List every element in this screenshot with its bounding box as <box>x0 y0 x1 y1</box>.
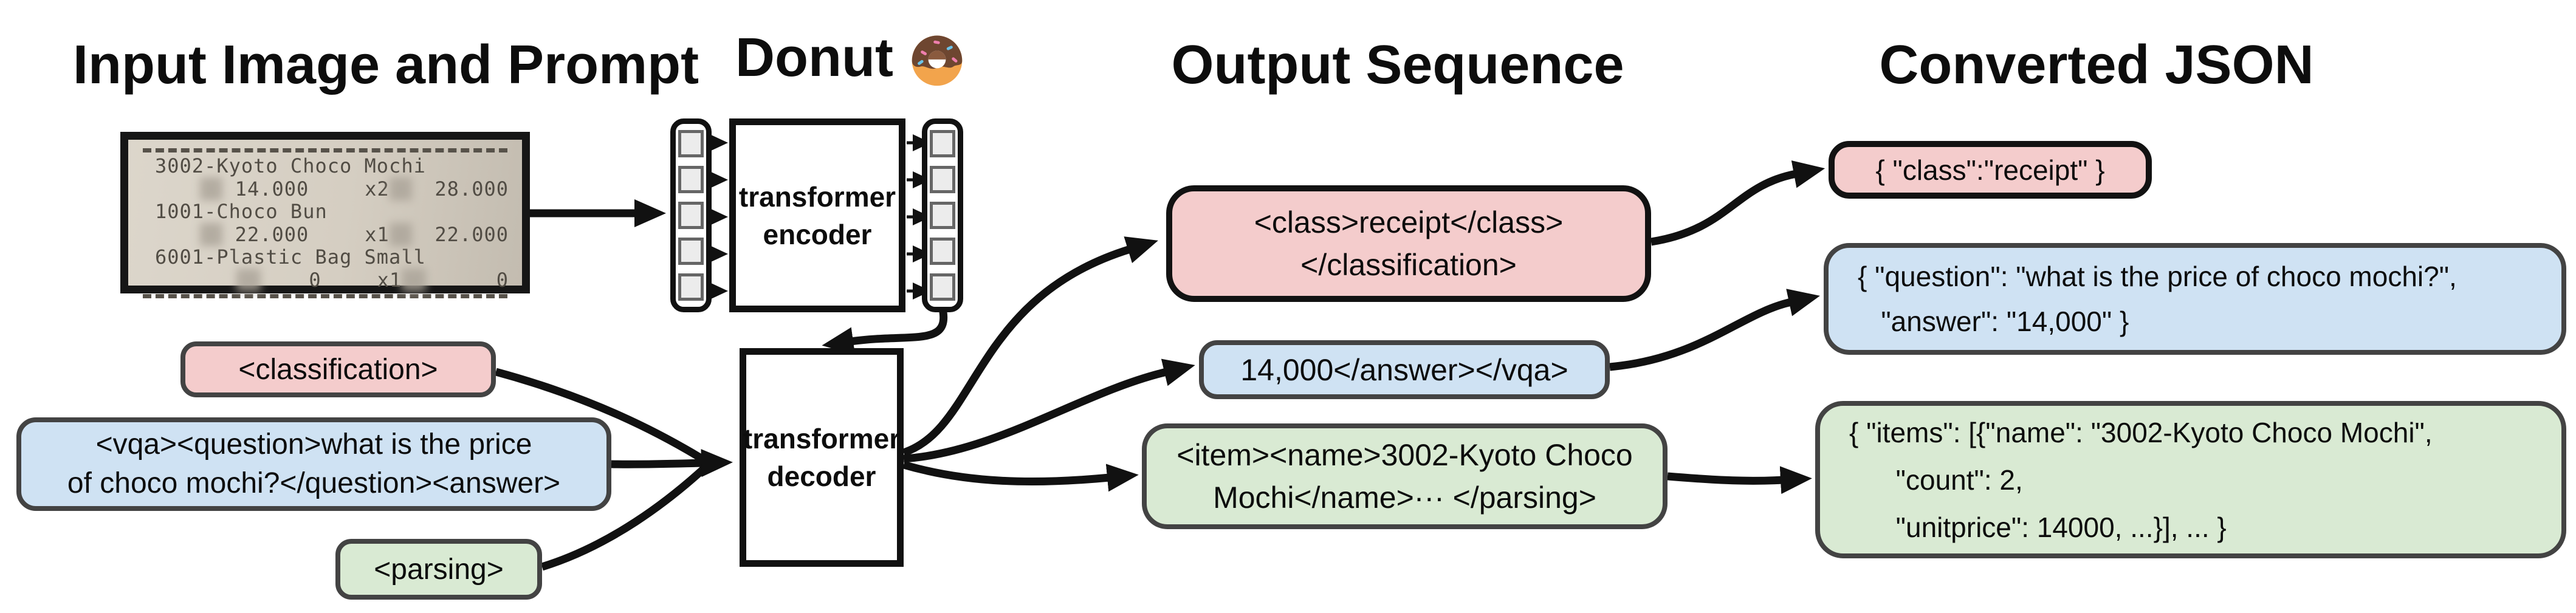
receipt-item-name: 3002-Kyoto Choco Mochi <box>155 154 426 177</box>
json-vqa-box: { "question": "what is the price of choc… <box>1824 243 2566 355</box>
receipt-item-price-row: 22.000 x1 22.000 <box>142 223 509 246</box>
donut-emoji-icon <box>912 35 963 86</box>
title-output-sequence: Output Sequence <box>1171 35 1624 95</box>
image-patch-column <box>670 118 712 312</box>
embedding-token <box>930 273 955 301</box>
embedding-token <box>930 238 955 265</box>
prompt-vqa-box: <vqa><question>what is the price of choc… <box>16 417 611 511</box>
transformer-encoder-box: transformer encoder <box>729 118 905 312</box>
receipt-item-name: 1001-Choco Bun <box>155 200 328 223</box>
transformer-decoder-box: transformer decoder <box>740 348 904 567</box>
title-donut: Donut <box>705 27 997 89</box>
connector-prompt-vqa <box>611 449 733 478</box>
connector-decoder-to-output-classification <box>902 236 1158 457</box>
receipt-divider <box>143 294 507 298</box>
embedding-token <box>930 202 955 229</box>
output-classification-box: <class>receipt</class> </classification> <box>1166 185 1651 302</box>
patch-token <box>678 130 704 157</box>
redaction-blur <box>389 177 413 200</box>
patch-token <box>678 166 704 193</box>
redaction-blur <box>236 269 261 292</box>
patch-token <box>678 273 704 301</box>
receipt-divider <box>143 148 507 152</box>
connector-decoder-to-output-parsing <box>902 461 1139 492</box>
prompt-parsing-box: <parsing> <box>335 539 542 600</box>
connector-decoder-to-output-vqa <box>903 358 1195 463</box>
receipt-image: 3002-Kyoto Choco Mochi 14.000 x2 28.000 … <box>120 132 530 298</box>
redaction-blur <box>200 223 223 246</box>
embedding-token <box>930 130 955 157</box>
title-input-image-and-prompt: Input Image and Prompt <box>73 35 699 95</box>
title-donut-label: Donut <box>735 27 893 88</box>
receipt-item-name: 6001-Plastic Bag Small <box>155 245 426 269</box>
patch-token <box>678 238 704 265</box>
connector-encoder-to-decoder <box>822 307 948 355</box>
embedding-token <box>930 166 955 193</box>
embedding-column <box>922 118 963 312</box>
redaction-blur <box>389 223 413 246</box>
receipt-item-price-row: 14.000 x2 28.000 <box>142 177 509 200</box>
connector-prompt-parsing <box>541 464 709 571</box>
json-classification-box: { "class":"receipt" } <box>1829 141 2152 199</box>
connector-output-to-json-vqa <box>1609 289 1820 371</box>
connector-output-to-json-classification <box>1650 160 1826 246</box>
output-vqa-box: 14,000</answer></vqa> <box>1199 340 1610 399</box>
connector-prompt-classification <box>495 368 707 464</box>
title-converted-json: Converted JSON <box>1879 35 2314 95</box>
connector-output-to-json-parsing <box>1667 466 1812 495</box>
redaction-blur <box>402 269 427 292</box>
redaction-blur <box>200 177 223 200</box>
receipt-item-price-row: 0 x1 0 <box>142 269 509 292</box>
patch-token <box>678 202 704 229</box>
prompt-classification-box: <classification> <box>180 341 496 397</box>
json-parsing-box: { "items": [{"name": "3002-Kyoto Choco M… <box>1815 401 2566 558</box>
output-parsing-box: <item><name>3002-Kyoto Choco Mochi</name… <box>1142 423 1668 529</box>
